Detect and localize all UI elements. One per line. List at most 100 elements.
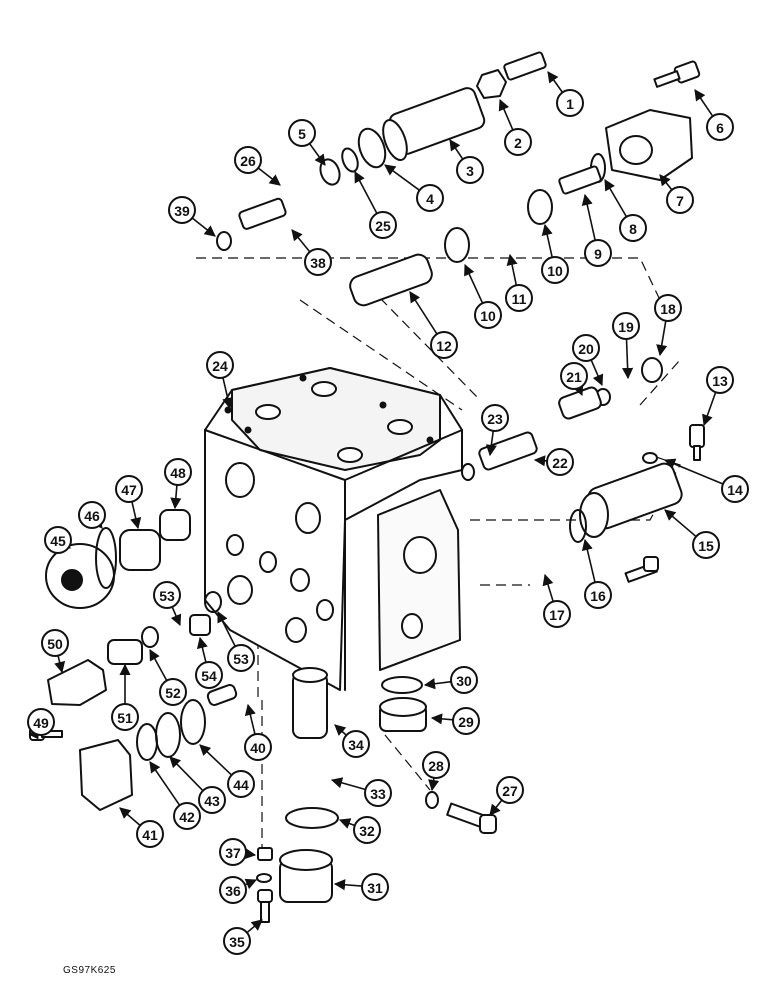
callout-leader-30 [423,678,452,690]
callout-12: 12 [409,291,458,359]
part-plug-41 [79,739,133,811]
part-screw-35 [257,889,273,923]
callout-circle-45 [44,526,72,554]
callout-leader-13 [702,391,717,427]
callout-circle-9 [584,239,612,267]
callout-leader-53 [217,610,236,647]
callout-circle-47 [115,475,143,503]
part-cover-15 [579,462,683,538]
part-screw-27 [446,802,497,834]
callout-leader-54 [196,636,208,663]
callout-leader-53 [170,606,182,627]
callout-circle-53 [153,581,181,609]
callout-label-22: 22 [552,455,568,471]
callout-circle-17 [543,600,571,628]
callout-44: 44 [199,744,255,798]
part-spring-33 [293,757,327,796]
callout-label-15: 15 [698,538,714,554]
callout-leader-38 [291,229,311,253]
callout-leader-24 [222,377,234,410]
callout-leader-28 [428,777,440,792]
callout-circle-19 [612,312,640,340]
part-adjuster-housing-3 [382,87,486,162]
callout-39: 39 [168,196,216,237]
callout-circle-53 [227,644,255,672]
part-plug-31 [279,849,333,903]
callout-label-3: 3 [466,163,474,179]
callout-3: 3 [449,139,484,184]
callout-label-52: 52 [165,685,181,701]
part-spring-seat-5 [319,158,341,186]
callout-leader-29 [430,713,454,725]
callout-leader-47 [130,501,142,530]
callout-10: 10 [464,263,502,329]
callout-circle-27 [496,776,524,804]
callout-leader-44 [199,744,233,776]
part-o-ring-44 [180,699,206,745]
callout-leader-23 [485,430,497,457]
callout-circle-31 [361,873,389,901]
callout-circle-26 [234,146,262,174]
callout-label-11: 11 [512,291,527,307]
callout-16: 16 [581,538,612,609]
callout-circle-3 [456,156,484,184]
part-spool-12 [349,253,433,307]
callout-circle-38 [304,248,332,276]
callout-leader-9 [581,193,596,241]
callout-leader-25 [354,171,378,214]
part-spring-17 [520,551,570,560]
callout-label-34: 34 [348,737,364,753]
callout-circle-43 [198,786,226,814]
part-lock-nut-2 [476,69,507,99]
part-spacer-54 [189,614,211,636]
callout-circle-50 [41,629,69,657]
callout-circle-30 [450,666,478,694]
callout-label-49: 49 [33,715,49,731]
callout-leader-11 [506,253,518,286]
callout-circle-35 [223,927,251,955]
callout-label-10: 10 [547,263,563,279]
part-pin-40 [206,684,238,706]
callout-label-4: 4 [426,191,434,207]
part-washer-28 [425,791,439,809]
callout-leader-33 [330,777,366,791]
callout-23: 23 [481,404,509,457]
callout-leader-4 [384,164,420,191]
callout-circle-21 [560,362,588,390]
valve-body [204,367,463,691]
callout-leader-41 [119,807,141,827]
callout-label-28: 28 [428,758,444,774]
part-plunger-9 [558,165,602,195]
callout-leader-19 [622,338,634,380]
part-plug-37 [257,847,273,861]
callout-41: 41 [119,807,164,848]
callout-circle-51 [111,703,139,731]
callout-45: 45 [44,526,72,554]
callout-4: 4 [384,164,444,212]
callout-label-38: 38 [310,255,326,271]
part-screw-13 [689,424,705,461]
callout-leader-26 [257,167,281,186]
callout-label-23: 23 [487,411,503,427]
callout-label-12: 12 [436,338,452,354]
callout-circle-8 [619,214,647,242]
part-spring-seat-10-right [527,189,553,225]
callout-48: 48 [164,458,192,510]
part-plug-48 [159,509,191,541]
part-cap-29 [379,697,427,732]
callout-22: 22 [533,448,574,476]
callout-26: 26 [234,146,281,186]
callout-circle-44 [227,770,255,798]
callout-label-39: 39 [174,203,190,219]
callout-circle-54 [195,661,223,689]
callout-circle-37 [219,838,247,866]
callout-circle-4 [416,184,444,212]
callout-label-21: 21 [566,369,582,385]
callout-circle-40 [244,733,272,761]
callout-leader-39 [191,217,216,237]
part-o-ring-4 [357,127,387,169]
callout-25: 25 [354,171,397,239]
callout-35: 35 [223,919,263,955]
callout-leader-27 [489,799,503,816]
